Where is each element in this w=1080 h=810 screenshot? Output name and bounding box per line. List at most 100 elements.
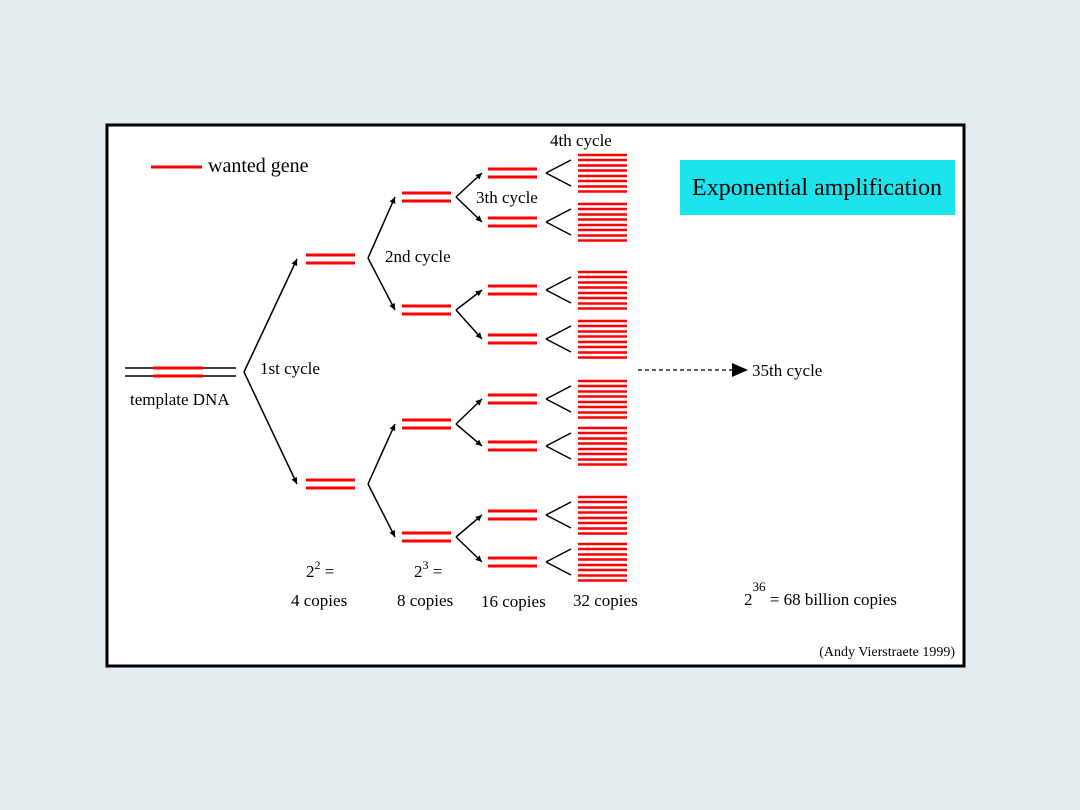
cycle-1-label: 1st cycle bbox=[260, 359, 320, 378]
dna-copy-c2 bbox=[402, 191, 451, 203]
dna-copy-c4 bbox=[578, 495, 627, 504]
svg-text:22 =: 22 = bbox=[306, 558, 334, 581]
dna-copy-c4 bbox=[578, 351, 627, 359]
dna-copy-c4 bbox=[578, 527, 627, 535]
count-4: 22 = 4 copies bbox=[291, 558, 347, 610]
dna-copy-c2 bbox=[402, 531, 451, 543]
branch-line bbox=[545, 289, 572, 304]
dna-copy-c4 bbox=[578, 302, 627, 310]
title-box bbox=[680, 160, 955, 215]
count-16-copies: 16 copies bbox=[481, 592, 546, 611]
dna-copy-c4 bbox=[578, 447, 627, 456]
dna-copy-c4 bbox=[578, 516, 627, 525]
dna-copy-c4 bbox=[578, 202, 627, 211]
svg-text:23 =: 23 = bbox=[414, 558, 442, 581]
credit-text: (Andy Vierstraete 1999) bbox=[819, 645, 955, 660]
cycle-2-label: 2nd cycle bbox=[385, 247, 451, 266]
title-text: Exponential amplification bbox=[692, 175, 942, 201]
count-32-copies: 32 copies bbox=[573, 591, 638, 610]
dna-copy-c3 bbox=[488, 556, 537, 568]
branch-line bbox=[367, 196, 396, 259]
arrow-head-icon bbox=[475, 399, 482, 406]
arrow-head-icon bbox=[732, 363, 748, 377]
dna-copy-c4 bbox=[578, 542, 627, 551]
dna-copy-c3 bbox=[488, 333, 537, 345]
dna-copy-c2 bbox=[402, 418, 451, 430]
dna-copy-c3 bbox=[488, 167, 537, 179]
arrow-head-icon bbox=[475, 290, 482, 297]
branch-lines bbox=[243, 159, 572, 576]
branch-line bbox=[545, 398, 572, 413]
branch-line bbox=[545, 325, 572, 340]
dna-copy-c4 bbox=[578, 390, 627, 398]
dna-copy-c2 bbox=[402, 304, 451, 316]
dna-copies bbox=[306, 153, 627, 582]
dna-copy-c4 bbox=[578, 234, 627, 242]
arrow-head-icon bbox=[389, 197, 396, 204]
branch-line bbox=[545, 208, 572, 223]
dna-copy-c4 bbox=[578, 185, 627, 193]
dna-copy-c4 bbox=[578, 213, 627, 221]
arrow-head-icon bbox=[389, 424, 396, 431]
branch-line bbox=[243, 258, 298, 373]
branch-line bbox=[545, 221, 572, 236]
branch-line bbox=[545, 445, 572, 460]
dna-copy-c4 bbox=[578, 270, 627, 279]
count-4-copies: 4 copies bbox=[291, 591, 347, 610]
dna-copy-c4 bbox=[578, 340, 627, 349]
branch-line bbox=[243, 371, 298, 485]
dna-copy-c4 bbox=[578, 563, 627, 572]
count-8: 23 = 8 copies bbox=[397, 558, 453, 610]
cycle-4-label: 4th cycle bbox=[550, 131, 612, 150]
branch-line bbox=[545, 338, 572, 353]
branch-line bbox=[545, 432, 572, 447]
dna-copy-c3 bbox=[488, 509, 537, 521]
branch-line bbox=[545, 548, 572, 563]
arrow-head-icon bbox=[291, 259, 298, 266]
dna-copy-c3 bbox=[488, 284, 537, 296]
cycle-35-label: 35th cycle bbox=[752, 361, 822, 380]
dna-copy-c4 bbox=[578, 319, 627, 328]
dna-copy-c3 bbox=[488, 393, 537, 405]
dna-copy-c4 bbox=[578, 437, 627, 445]
branch-line bbox=[545, 385, 572, 400]
dna-copy-c4 bbox=[578, 458, 627, 466]
dna-copy-c4 bbox=[578, 574, 627, 582]
branch-line bbox=[545, 501, 572, 516]
cycle-3-label: 3th cycle bbox=[476, 188, 538, 207]
branch-line bbox=[545, 159, 572, 174]
arrow-head-icon bbox=[475, 555, 482, 562]
dna-copy-c4 bbox=[578, 223, 627, 232]
arrow-head-icon bbox=[475, 215, 482, 222]
dna-copy-c4 bbox=[578, 553, 627, 561]
arrow-head-icon bbox=[389, 530, 395, 537]
dna-copy-c4 bbox=[578, 379, 627, 388]
legend-label: wanted gene bbox=[208, 155, 309, 177]
dna-copy-c1 bbox=[306, 253, 355, 265]
arrow-head-icon bbox=[475, 173, 482, 180]
branch-line bbox=[367, 257, 396, 311]
branch-line bbox=[545, 172, 572, 187]
dna-copy-c4 bbox=[578, 330, 627, 338]
dna-copy-c4 bbox=[578, 400, 627, 409]
dna-copy-c1 bbox=[306, 478, 355, 490]
branch-line bbox=[367, 483, 396, 538]
template-dna bbox=[125, 366, 236, 378]
branch-line bbox=[455, 309, 483, 340]
count-final: 236 = 68 billion copies bbox=[744, 579, 897, 609]
count-8-copies: 8 copies bbox=[397, 591, 453, 610]
dna-copy-c3 bbox=[488, 440, 537, 452]
dna-copy-c4 bbox=[578, 281, 627, 289]
branch-line bbox=[545, 561, 572, 576]
branch-line bbox=[367, 423, 396, 485]
dna-copy-c3 bbox=[488, 216, 537, 228]
arrow-head-icon bbox=[389, 303, 395, 310]
branch-line bbox=[545, 276, 572, 291]
arrow-head-icon bbox=[475, 515, 482, 522]
template-label: template DNA bbox=[130, 390, 230, 409]
dna-copy-c4 bbox=[578, 174, 627, 183]
dna-copy-c4 bbox=[578, 411, 627, 419]
dna-copy-c4 bbox=[578, 164, 627, 172]
arrow-head-icon bbox=[291, 477, 298, 484]
